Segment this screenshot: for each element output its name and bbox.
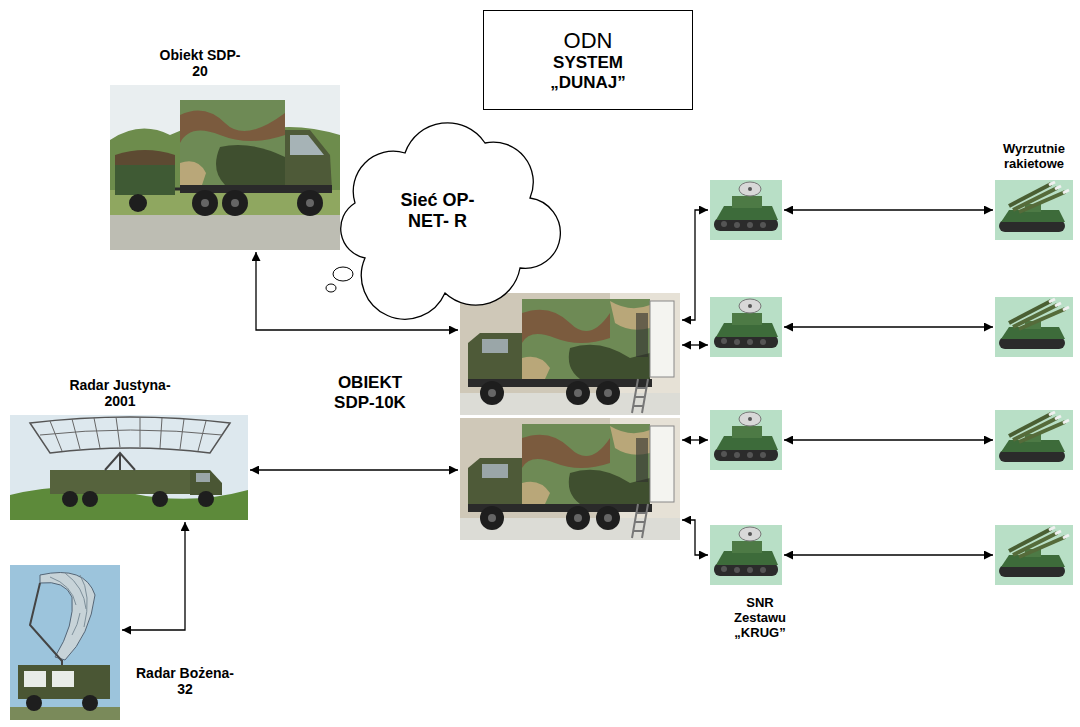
- radar-photo: Radar Bożena-32: [10, 565, 120, 720]
- connector-arrow: [784, 326, 993, 327]
- launcher-picture: [995, 525, 1073, 585]
- node-label: Sieć OP- NET- R: [383, 190, 493, 231]
- vehicle-picture: [460, 293, 680, 415]
- radar-vehicle-picture: [710, 180, 782, 240]
- node-label: Radar Justyna-2001: [65, 377, 175, 409]
- system-box: ODNSYSTEM „DUNAJ”: [483, 10, 693, 110]
- vehicle-picture: [460, 418, 680, 540]
- radar-picture: [10, 415, 248, 520]
- radar-photo: Radar Justyna-2001: [10, 415, 248, 520]
- link-arrow: [682, 520, 708, 555]
- cloud-shape: [341, 123, 561, 319]
- missile-launcher-column: Wyrzutnie rakietowe: [995, 178, 1073, 588]
- fire-control-radar-column: SNR Zestawu „KRUG”: [710, 178, 782, 588]
- link-arrow: [784, 554, 993, 555]
- connector-arrow: [250, 469, 458, 470]
- radar-vehicle-picture: [710, 525, 782, 585]
- command-vehicle-pair: OBIEKT SDP-10K: [460, 293, 680, 540]
- node-label: OBIEKT SDP-10K: [320, 373, 420, 412]
- radar-picture: [10, 565, 120, 720]
- link-arrow: [784, 209, 993, 210]
- connector-arrow: [682, 439, 708, 440]
- node-label: Radar Bożena-32: [135, 665, 235, 697]
- link-arrow: [682, 344, 708, 345]
- network-cloud: Sieć OP- NET- R: [325, 108, 550, 313]
- vehicle-picture: [110, 85, 340, 250]
- node-label: SYSTEM „DUNAJ”: [538, 53, 638, 92]
- link-arrow: [682, 210, 708, 320]
- vehicle-photo: Obiekt SDP-20: [110, 85, 340, 250]
- link-arrow: [784, 439, 993, 440]
- radar-vehicle-picture: [710, 410, 782, 470]
- node-label: SNR Zestawu „KRUG”: [722, 596, 798, 641]
- radar-vehicle-picture: [710, 297, 782, 357]
- launcher-picture: [995, 180, 1073, 240]
- cloud-bubble: [333, 267, 353, 281]
- node-label: Obiekt SDP-20: [155, 47, 245, 79]
- launcher-picture: [995, 297, 1073, 357]
- node-label: ODN: [493, 28, 683, 53]
- cloud-bubble: [326, 284, 336, 292]
- node-label: Wyrzutnie rakietowe: [996, 142, 1072, 172]
- launcher-picture: [995, 410, 1073, 470]
- connector-arrow: [122, 522, 185, 630]
- link-wires: [682, 210, 993, 555]
